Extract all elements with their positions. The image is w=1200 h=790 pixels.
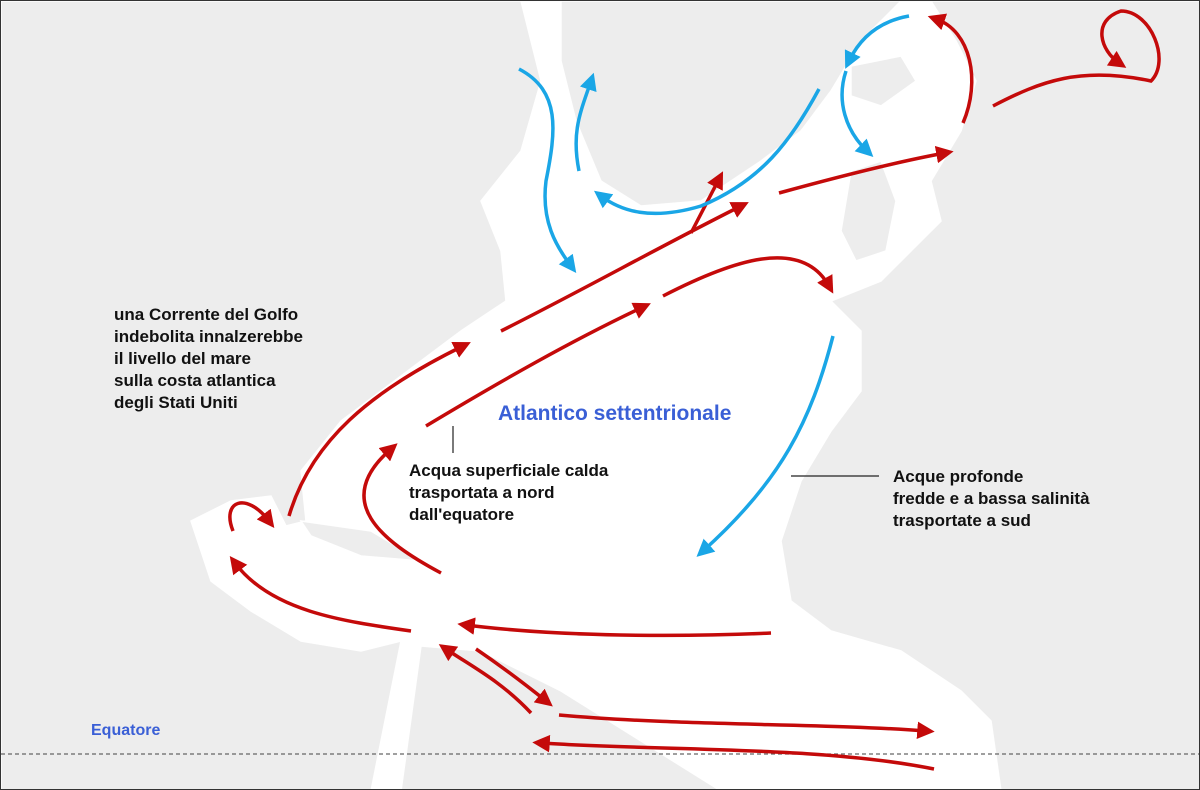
cold-arrow: [518, 67, 577, 274]
gulf-stream-note: una Corrente del Golfo indebolita innalz…: [114, 305, 303, 412]
warm-arrow: [457, 617, 772, 638]
warm-water-label: Acqua superficiale calda trasportata a n…: [409, 461, 609, 524]
warm-arrow: [475, 647, 553, 707]
warm-arrow: [362, 443, 442, 575]
warm-currents: [228, 9, 1161, 771]
cold-currents: [518, 14, 910, 557]
cold-arrow: [840, 70, 874, 158]
south-america: [400, 645, 720, 789]
warm-arrow: [992, 9, 1161, 108]
warm-arrow: [927, 13, 974, 124]
warm-arrow: [229, 556, 412, 633]
warm-arrow: [662, 256, 834, 298]
warm-arrow: [425, 302, 651, 428]
warm-arrow: [558, 713, 935, 740]
warm-arrow: [287, 341, 471, 517]
warm-arrow: [228, 501, 275, 532]
equator-label: Equatore: [91, 722, 161, 739]
warm-arrow: [778, 145, 954, 195]
ocean-label: Atlantico settentrionale: [498, 402, 732, 425]
cold-arrow: [696, 335, 835, 557]
cuba: [299, 520, 422, 562]
warm-arrow: [500, 202, 749, 333]
north-america: [1, 1, 542, 789]
europe-africa: [780, 1, 1199, 789]
warm-arrow: [438, 644, 533, 715]
cold-arrow: [593, 88, 821, 216]
warm-arrow: [532, 734, 935, 771]
cold-arrow: [574, 72, 597, 172]
iceland: [850, 55, 917, 107]
cold-water-label: Acque profonde fredde e a bassa salinità…: [893, 467, 1090, 530]
cold-arrow: [844, 14, 910, 69]
